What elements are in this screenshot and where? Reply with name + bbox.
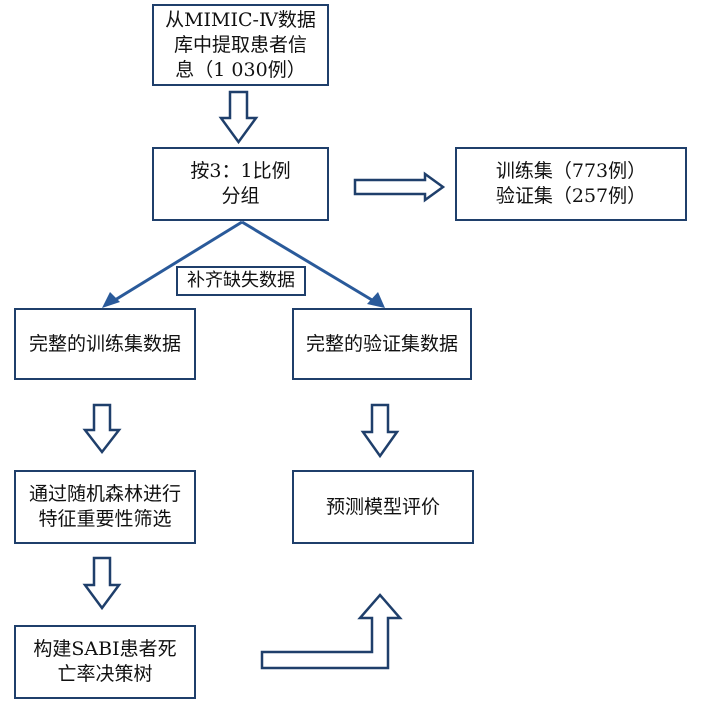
decision-tree-box: 构建SABI患者死 亡率决策树 — [14, 625, 196, 699]
branch-line-right — [241, 220, 373, 302]
fill-missing-label: 补齐缺失数据 — [176, 266, 306, 296]
down-arrow-icon — [82, 403, 122, 455]
feature-selection-line-1: 通过随机森林进行 — [28, 483, 181, 505]
source-box: 从MIMIC-Ⅳ数据 库中提取患者信 息（1 030例） — [152, 4, 329, 86]
valid-data-text: 完整的验证集数据 — [305, 332, 458, 355]
decision-tree-line-1: 构建SABI患者死 — [33, 638, 177, 660]
down-arrow-icon — [360, 403, 400, 459]
decision-tree-line-2: 亡率决策树 — [57, 663, 153, 685]
arrowhead-right-icon — [367, 292, 385, 308]
split-line-1: 按3：1比例 — [190, 160, 291, 182]
split-box: 按3：1比例 分组 — [152, 147, 329, 221]
branch-line-left — [114, 220, 243, 302]
source-line-3: 息（1 030例） — [175, 58, 306, 81]
valid-data-box: 完整的验证集数据 — [292, 308, 472, 380]
evaluation-box: 预测模型评价 — [292, 470, 474, 544]
sets-box: 训练集（773例） 验证集（257例） — [455, 147, 687, 221]
train-data-text: 完整的训练集数据 — [28, 332, 181, 355]
sets-line-1: 训练集（773例） — [495, 160, 647, 182]
train-data-box: 完整的训练集数据 — [14, 308, 196, 380]
up-arrow-icon — [260, 593, 403, 670]
split-line-2: 分组 — [221, 185, 260, 207]
source-line-2: 库中提取患者信 — [173, 33, 307, 56]
feature-selection-box: 通过随机森林进行 特征重要性筛选 — [14, 470, 196, 544]
down-arrow-icon — [218, 90, 259, 145]
sets-line-2: 验证集（257例） — [495, 185, 647, 207]
right-arrow-icon — [353, 171, 446, 203]
source-line-1: 从MIMIC-Ⅳ数据 — [165, 8, 316, 31]
down-arrow-icon — [82, 556, 122, 611]
evaluation-text: 预测模型评价 — [325, 495, 440, 518]
arrowhead-left-icon — [102, 292, 120, 308]
feature-selection-line-2: 特征重要性筛选 — [38, 508, 172, 530]
